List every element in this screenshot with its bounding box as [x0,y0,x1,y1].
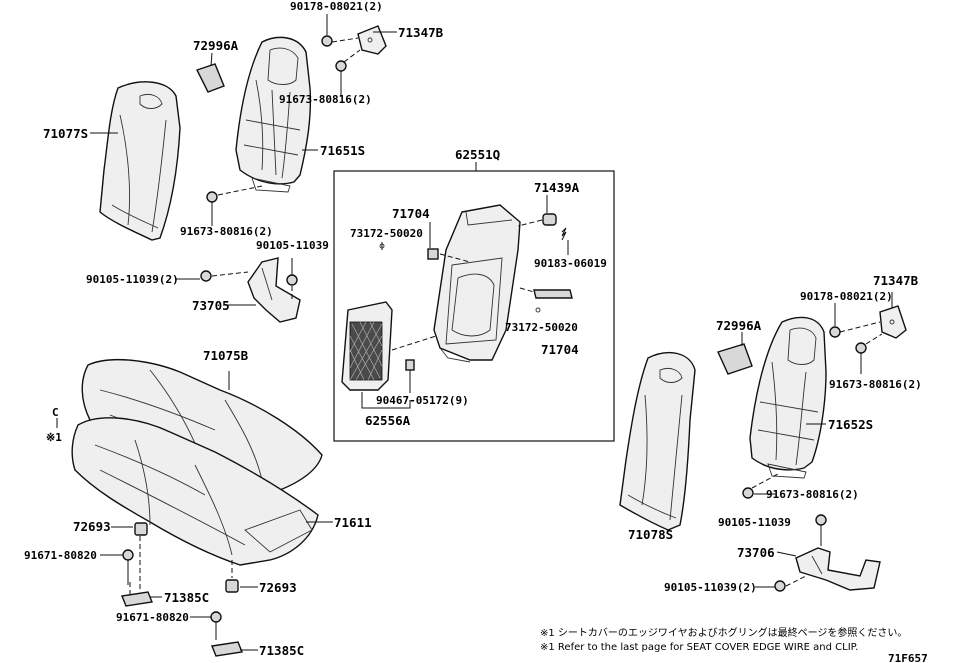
cap-71439a [517,213,557,227]
spring-90183 [561,227,569,255]
note-japanese: ※1 シートカバーのエッジワイヤおよびホグリングは最終ページを参照ください。 [540,626,907,639]
bracket-71385c-b [211,641,243,657]
nut-90178-top [321,14,333,47]
seatback-cover-right [619,351,696,531]
bolt-91673-top [335,60,347,96]
label-90178-top: 90178-08021(2) [290,0,383,13]
label-91671-b: 91671-80820 [116,611,189,624]
label-90105-b: 90105-11039(2) [86,273,179,286]
label-91673-top: 91673-80816(2) [279,93,372,106]
bolt-91671-b [210,611,222,640]
armrest-group-box [333,162,615,442]
hinge-73706-right [774,514,881,592]
label-71439a: 71439A [534,180,580,195]
clip-90467 [405,359,415,393]
label-72693-a: 72693 [73,519,111,534]
seatback-pad-right [749,316,827,479]
label-71385c-b: 71385C [259,643,304,658]
label-90467: 90467-05172(9) [376,394,469,407]
bracket-71347b-right [839,292,907,345]
label-71347b-top: 71347B [398,25,444,40]
label-71078s: 71078S [628,527,673,542]
hinge-73705-left [200,257,301,323]
clip-72693-a [134,522,148,536]
label-72996a-left: 72996A [193,38,239,53]
label-71077s: 71077S [43,126,88,141]
label-91673-r2: 91673-80816(2) [766,488,859,501]
label-91673-mid: 91673-80816(2) [180,225,273,238]
label-71651s: 71651S [320,143,365,158]
label-71704-a: 71704 [392,206,430,221]
diagram-code: 71F657 [888,652,928,663]
label-c-mark: C [52,406,59,419]
label-71385c-a: 71385C [164,590,209,605]
label-71611: 71611 [334,515,372,530]
label-73706: 73706 [737,545,775,560]
label-62551q: 62551Q [455,147,500,162]
label-71075b: 71075B [203,348,249,363]
pin-71704-a [379,242,471,263]
label-91671-a: 91671-80820 [24,549,97,562]
label-71652s: 71652S [828,417,873,432]
nut-90178-right [829,303,841,338]
bolt-91673-r1 [855,342,867,374]
headrest-guide-left [196,52,225,93]
label-72693-b: 72693 [259,580,297,595]
label-73172-a: 73172-50020 [350,227,423,240]
seat-cushion-pad [71,417,319,566]
label-71704-b: 71704 [541,342,579,357]
label-90183: 90183-06019 [534,257,607,270]
armrest-body [433,204,521,363]
clip-72693-b [225,560,239,593]
leader-62556a [361,392,411,409]
label-62556a: 62556A [365,413,411,428]
label-90178-right: 90178-08021(2) [800,290,893,303]
seatback-pad-left [235,36,312,193]
label-71347b-right: 71347B [873,273,919,288]
label-90105-r1: 90105-11039 [718,516,791,529]
label-73172-b: 73172-50020 [505,321,578,334]
headrest-guide-right [717,332,753,375]
label-91673-r1: 91673-80816(2) [829,378,922,391]
bolt-91673-r2 [742,473,779,499]
label-note-mark: ※1 [46,431,62,444]
label-73705: 73705 [192,298,230,313]
bracket-71347b-top [331,25,387,63]
bolt-91673-mid [206,185,263,226]
pin-71704-b [519,287,573,313]
label-90105-r2: 90105-11039(2) [664,581,757,594]
note-english: ※1 Refer to the last page for SEAT COVER… [540,642,858,653]
cup-holder-insert [341,301,437,391]
label-72996a-right: 72996A [716,318,762,333]
seatback-cover-left [99,81,181,241]
bolt-91671-a [122,549,134,595]
label-90105-a: 90105-11039 [256,239,329,252]
leader-lines [90,31,826,651]
bracket-71385c-a [121,536,153,607]
